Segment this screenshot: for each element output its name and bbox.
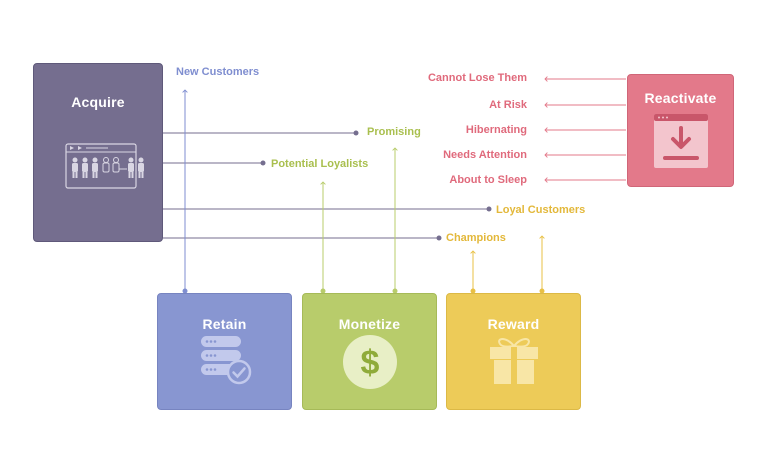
people-browser-icon — [34, 142, 162, 193]
label-potential-loyalists: Potential Loyalists — [271, 158, 369, 170]
monetize-connectors — [320, 147, 398, 294]
reactivate-connectors — [544, 76, 626, 183]
acquire-box: Acquire — [33, 63, 163, 242]
label-needs-attention: Needs Attention — [443, 149, 527, 161]
reward-box: Reward — [446, 293, 581, 410]
dollar-coin-icon: $ — [303, 334, 436, 397]
label-champions: Champions — [446, 232, 506, 244]
download-window-icon — [628, 112, 733, 173]
reactivate-title: Reactivate — [644, 90, 717, 106]
monetize-title: Monetize — [338, 316, 401, 332]
dot-loyal-customers — [486, 206, 492, 212]
label-loyal-customers: Loyal Customers — [496, 204, 586, 216]
label-at-risk: At Risk — [489, 99, 527, 111]
monetize-box: Monetize $ — [302, 293, 437, 410]
label-cannot-lose-them: Cannot Lose Them — [427, 72, 527, 84]
label-new-customers: New Customers — [176, 66, 260, 78]
reward-title: Reward — [487, 316, 540, 332]
label-hibernating: Hibernating — [465, 124, 527, 136]
acquire-title: Acquire — [71, 94, 125, 110]
svg-text:$: $ — [360, 344, 379, 382]
reward-connectors — [470, 235, 545, 294]
server-check-icon — [158, 334, 291, 391]
label-about-to-sleep: About to Sleep — [449, 174, 527, 186]
reactivate-box: Reactivate — [627, 74, 734, 187]
label-promising: Promising — [367, 126, 421, 138]
dot-promising — [353, 130, 359, 136]
acquire-connectors — [163, 130, 492, 241]
retain-box: Retain — [157, 293, 292, 410]
dot-potential-loyalists — [260, 160, 266, 166]
gift-box-icon — [447, 334, 580, 393]
retain-connector — [182, 89, 188, 294]
dot-champions — [436, 235, 442, 241]
retain-title: Retain — [202, 316, 247, 332]
